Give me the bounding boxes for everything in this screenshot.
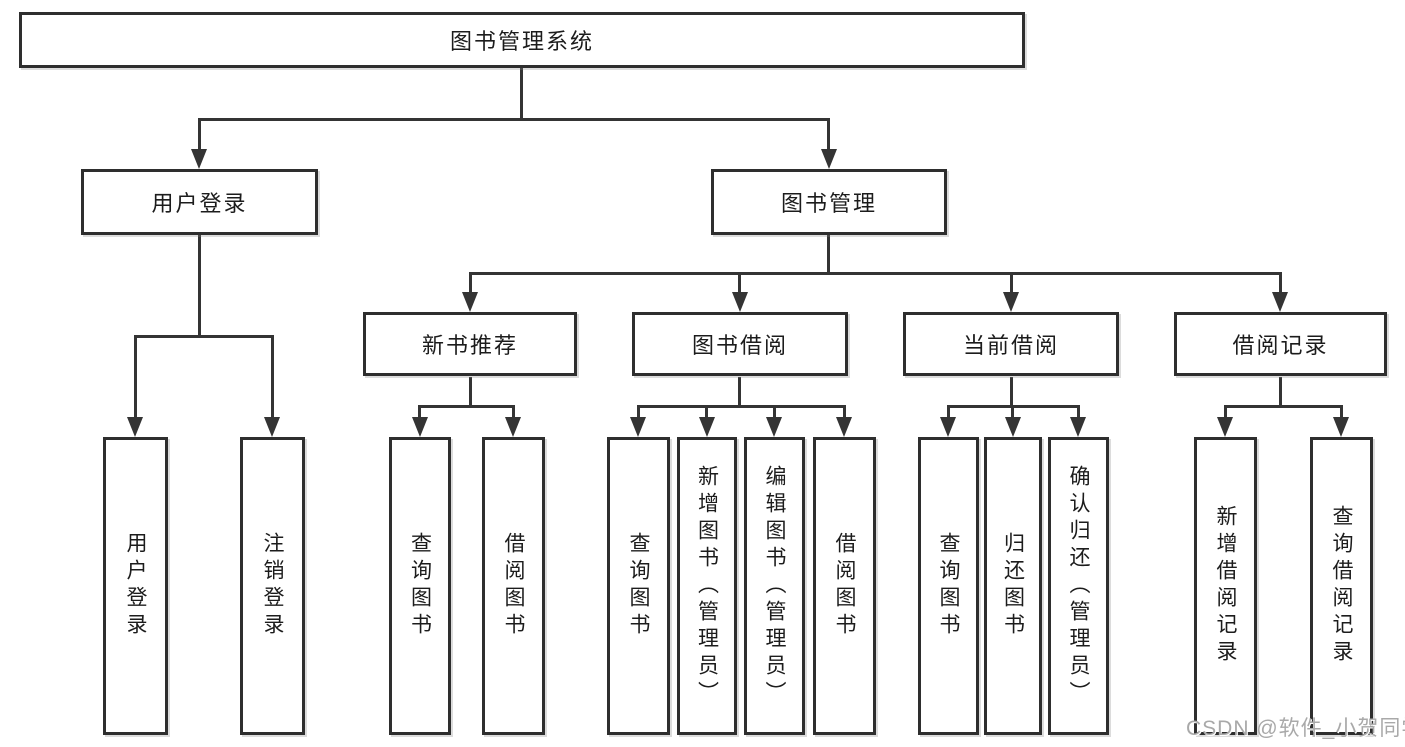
node-new-book-recommend: 新书推荐 (363, 312, 577, 376)
leaf-borrow-books-borrowing: 借阅图书 (813, 437, 876, 735)
arrow-down-icon (412, 417, 428, 437)
node-user-login: 用户登录 (81, 169, 318, 235)
connector-line (134, 335, 137, 419)
connector-line (637, 405, 640, 419)
arrow-down-icon (1333, 417, 1349, 437)
arrow-down-icon (1217, 417, 1233, 437)
connector-line (1224, 405, 1343, 408)
connector-line (738, 377, 741, 405)
arrow-down-icon (940, 417, 956, 437)
connector-line (637, 405, 846, 408)
connector-line (134, 335, 274, 338)
node-book-borrowing: 图书借阅 (632, 312, 848, 376)
connector-line (827, 235, 830, 272)
arrow-down-icon (1070, 417, 1086, 437)
arrow-down-icon (1272, 292, 1288, 312)
leaf-query-books-recommend: 查询图书 (389, 437, 451, 735)
connector-line (947, 405, 950, 419)
leaf-query-books-borrowing: 查询图书 (607, 437, 670, 735)
connector-line (773, 405, 776, 419)
connector-line (198, 118, 201, 151)
leaf-confirm-return-admin: 确认归还（管理员） (1048, 437, 1109, 735)
arrow-down-icon (836, 417, 852, 437)
node-current-borrowing: 当前借阅 (903, 312, 1119, 376)
node-book-management: 图书管理 (711, 169, 947, 235)
connector-line (418, 405, 421, 419)
leaf-edit-books-admin: 编辑图书（管理员） (744, 437, 805, 735)
arrow-down-icon (1005, 417, 1021, 437)
arrow-down-icon (462, 292, 478, 312)
connector-line (1077, 405, 1080, 419)
connector-line (469, 272, 1281, 275)
arrow-down-icon (127, 417, 143, 437)
leaf-add-books-admin: 新增图书（管理员） (677, 437, 737, 735)
connector-line (827, 118, 830, 151)
connector-line (418, 405, 515, 408)
connector-line (1010, 377, 1013, 405)
arrow-down-icon (1003, 292, 1019, 312)
leaf-borrow-books-recommend: 借阅图书 (482, 437, 545, 735)
connector-line (1224, 405, 1227, 419)
connector-line (469, 377, 472, 405)
node-borrow-records: 借阅记录 (1174, 312, 1387, 376)
connector-line (271, 335, 274, 419)
arrow-down-icon (630, 417, 646, 437)
arrow-down-icon (264, 417, 280, 437)
connector-line (198, 235, 201, 335)
connector-line (738, 272, 741, 294)
leaf-query-books-current: 查询图书 (918, 437, 979, 735)
leaf-return-books: 归还图书 (984, 437, 1042, 735)
connector-line (512, 405, 515, 419)
arrow-down-icon (821, 149, 837, 169)
connector-line (1011, 405, 1014, 419)
node-library-management-system: 图书管理系统 (19, 12, 1025, 68)
connector-line (198, 118, 830, 121)
arrow-down-icon (766, 417, 782, 437)
connector-line (705, 405, 708, 419)
connector-line (469, 272, 472, 294)
arrow-down-icon (191, 149, 207, 169)
connector-line (1279, 272, 1282, 294)
arrow-down-icon (505, 417, 521, 437)
connector-line (1340, 405, 1343, 419)
connector-line (843, 405, 846, 419)
arrow-down-icon (699, 417, 715, 437)
arrow-down-icon (732, 292, 748, 312)
csdn-watermark: CSDN @软件_小贺同学 (1186, 717, 1405, 740)
leaf-query-borrow-record: 查询借阅记录 (1310, 437, 1373, 735)
leaf-add-borrow-record: 新增借阅记录 (1194, 437, 1257, 735)
leaf-user-login: 用户登录 (103, 437, 168, 735)
leaf-logout: 注销登录 (240, 437, 305, 735)
connector-line (520, 68, 523, 118)
connector-line (1279, 377, 1282, 405)
connector-line (1010, 272, 1013, 294)
